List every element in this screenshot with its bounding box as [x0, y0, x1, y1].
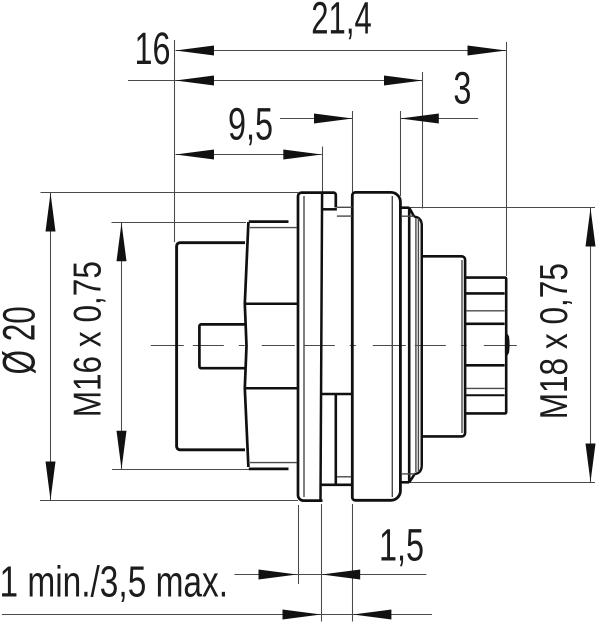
svg-text:16: 16: [135, 25, 171, 74]
svg-text:M16 x 0,75: M16 x 0,75: [65, 261, 109, 417]
svg-text:3: 3: [453, 64, 471, 113]
svg-text:1,5: 1,5: [379, 521, 424, 570]
svg-text:M18 x 0,75: M18 x 0,75: [532, 263, 576, 419]
svg-text:21,4: 21,4: [311, 0, 371, 44]
svg-text:1 min./3,5 max.: 1 min./3,5 max.: [0, 558, 228, 606]
svg-text:9,5: 9,5: [228, 100, 273, 149]
svg-text:Ø 20: Ø 20: [0, 306, 45, 374]
